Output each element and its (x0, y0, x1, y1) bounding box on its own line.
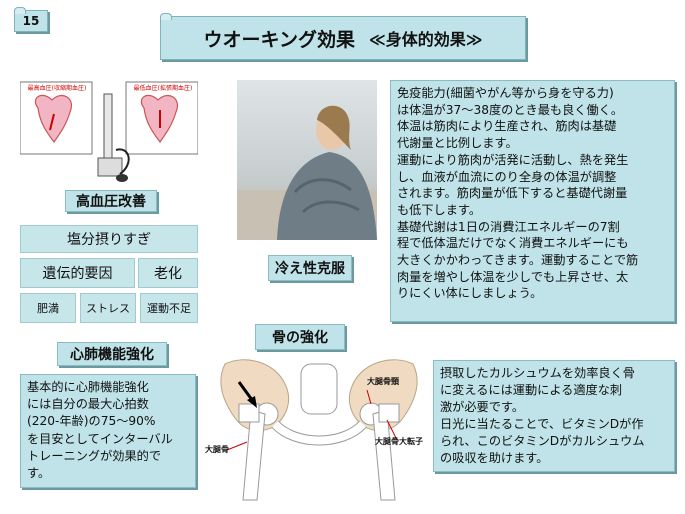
label-femur: 大腿骨 (205, 445, 229, 454)
section-label-cardio: 心肺機能強化 (57, 342, 167, 366)
page-number: 15 (22, 14, 40, 28)
cause-salt: 塩分摂りすぎ (20, 225, 198, 253)
page-title-banner: ウオーキング効果 ≪身体的効果≫ (160, 13, 526, 60)
blood-pressure-diagram: 最高血圧(収縮期血圧) 最低血圧(拡張期血圧) (19, 80, 199, 186)
page-title: ウオーキング効果 (203, 28, 355, 51)
immunity-text-box: 免疫能力(細菌やがん等から身を守る力) は体温が37～38度のとき最も良く働く。… (390, 80, 675, 322)
page-subtitle: ≪身体的効果≫ (368, 30, 483, 49)
cause-aging: 老化 (138, 258, 198, 288)
cause-genetic: 遺伝的要因 (20, 258, 135, 288)
bone-text-box: 摂取したカルシュウムを効率良く骨 に変えるには運動による適度な刺 激が必要です。… (433, 360, 675, 472)
cause-obesity: 肥満 (20, 293, 76, 323)
hip-bone-diagram: 大腿骨頸 大腿骨大転子 大腿骨 (205, 354, 433, 504)
woman-blanket-photo (237, 80, 377, 240)
heart-label-right: 最低血圧(拡張期血圧) (133, 85, 193, 92)
section-label-blood-pressure: 高血圧改善 (65, 190, 157, 212)
section-label-bone: 骨の強化 (255, 324, 345, 350)
cardio-text-box: 基本的に心肺機能強化 には自分の最大心拍数 (220-年齢)の75～90% を目… (20, 374, 196, 488)
label-greater-trochanter: 大腿骨大転子 (375, 437, 423, 446)
page-number-badge: 15 (14, 7, 48, 32)
cause-lack-of-exercise: 運動不足 (140, 293, 198, 323)
section-label-cold: 冷え性克服 (268, 255, 352, 281)
heart-label-left: 最高血圧(収縮期血圧) (27, 85, 87, 92)
heart-illustration (19, 81, 199, 182)
label-femoral-neck: 大腿骨頸 (367, 377, 399, 386)
cause-stress: ストレス (80, 293, 136, 323)
